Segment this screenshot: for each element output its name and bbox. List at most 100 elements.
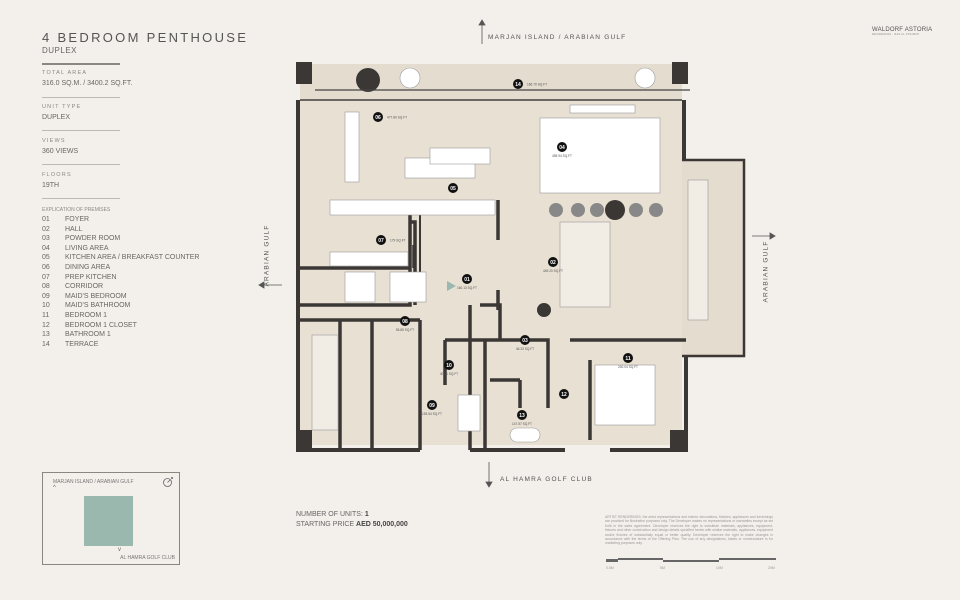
room-number: 04 <box>559 145 565 151</box>
elevator <box>344 271 376 303</box>
compass-icon <box>163 477 173 487</box>
legend-room-name: PREP KITCHEN <box>65 273 117 281</box>
dining-table <box>344 111 360 183</box>
chevron-up-icon: ^ <box>53 485 56 491</box>
legend-number: 04 <box>42 244 50 252</box>
divider <box>42 63 120 65</box>
north-arrowhead <box>478 19 486 26</box>
elevator <box>389 271 427 303</box>
room-number: 05 <box>450 186 456 192</box>
legend-number: 01 <box>42 216 50 223</box>
page-subtitle: DUPLEX <box>42 46 78 55</box>
room-marker <box>376 235 386 245</box>
room-area: 46.33 SQ.FT <box>516 347 534 351</box>
south-arrowhead <box>485 481 493 488</box>
scale-tick: 20M <box>768 566 775 570</box>
legend-number: 12 <box>42 321 50 329</box>
breakfast-counter <box>429 147 491 165</box>
bathtub <box>509 427 541 443</box>
room-area: 240.04 SQ.FT <box>618 365 638 369</box>
legend-item: 05 KITCHEN AREA / BREAKFAST COUNTER <box>42 253 199 263</box>
bedroom-walls <box>570 338 686 440</box>
legend-number: 09 <box>42 292 50 300</box>
divider <box>42 130 120 131</box>
entry-marker-icon <box>447 281 456 291</box>
unit-type-value: DUPLEX <box>42 114 71 121</box>
room-number: 11 <box>625 356 631 362</box>
legend-room-name: BATHROOM 1 <box>65 331 111 339</box>
east-arrowhead <box>769 232 776 240</box>
scale-bar: 0.5M 5M 10M 20M <box>606 558 776 570</box>
price-label: STARTING PRICE <box>296 521 355 528</box>
legend-number: 05 <box>42 254 50 262</box>
legend-room-name: HALL <box>65 225 83 233</box>
units-value: 1 <box>364 511 369 518</box>
legend-room-name: MAID'S BEDROOM <box>65 292 127 300</box>
unit-type-label: UNIT TYPE <box>42 104 82 110</box>
legend-room-name: POWDER ROOM <box>65 235 121 243</box>
key-plan-north-label: MARJAN ISLAND / ARABIAN GULF <box>53 479 134 485</box>
room-area: 166.70 SQ.FT <box>527 83 547 87</box>
room-number: 10 <box>446 363 452 369</box>
living-sofa-set <box>539 117 661 194</box>
room-marker <box>520 335 530 345</box>
unit-info: NUMBER OF UNITS: 1 STARTING PRICE AED 50… <box>296 510 408 530</box>
legend-item: 09 MAID'S BEDROOM <box>42 292 199 302</box>
prep-counter <box>329 251 409 267</box>
legend-heading: EXPLICATION OF PREMISES <box>42 207 111 213</box>
legend-room-name: TERRACE <box>65 340 99 348</box>
legend-item: 12 BEDROOM 1 CLOSET <box>42 321 199 331</box>
room-marker <box>513 79 523 89</box>
room-number: 09 <box>429 403 435 409</box>
legend-number: 10 <box>42 302 50 310</box>
room-area: 179 SQ.FT <box>390 239 406 243</box>
column <box>670 430 688 452</box>
column <box>296 62 312 84</box>
key-plan-south-label: AL HAMRA GOLF CLUB <box>120 555 175 561</box>
page-title: 4 BEDROOM PENTHOUSE <box>42 30 249 45</box>
legend-room-name: BEDROOM 1 CLOSET <box>65 321 137 329</box>
room-area: 455.94 SQ.FT <box>552 154 572 158</box>
scale-tick: 0.5M <box>606 566 614 570</box>
lounge-chair <box>634 67 656 89</box>
room-number: 06 <box>375 115 381 121</box>
planter <box>356 68 380 92</box>
balcony-stair <box>687 179 709 321</box>
service-stair <box>311 334 339 431</box>
price-value: AED 50,000,000 <box>356 521 408 528</box>
room-marker <box>623 353 633 363</box>
room-number: 01 <box>464 277 470 283</box>
room-number: 03 <box>522 338 528 344</box>
column <box>672 62 688 84</box>
brand-logo-sub: RESIDENCES · RAS AL KHAIMAH <box>872 33 920 36</box>
legend-number: 11 <box>42 311 50 319</box>
room-number: 08 <box>402 319 408 325</box>
legend-room-name: KITCHEN AREA / BREAKFAST COUNTER <box>65 254 200 262</box>
disclaimer: ARTIST RENDERINGS: the artist representa… <box>605 515 773 546</box>
floors-value: 19TH <box>42 182 60 189</box>
lounge-chair <box>399 67 421 89</box>
legend-room-name: LIVING AREA <box>65 244 109 252</box>
total-area-value: 316.0 SQ.M. / 3400.2 SQ.FT. <box>42 80 133 87</box>
maid-bed <box>457 394 481 432</box>
room-area: 449.20 SQ.FT <box>543 269 563 273</box>
brand-logo: WALDORF ASTORIA <box>872 27 933 33</box>
column-round <box>605 200 625 220</box>
divider <box>42 198 120 199</box>
unit-location-marker <box>84 496 133 546</box>
divider <box>42 164 120 165</box>
room-marker <box>444 360 454 370</box>
total-area-label: TOTAL AREA <box>42 70 88 76</box>
console <box>569 104 636 114</box>
room-marker <box>427 400 437 410</box>
south-direction-label: AL HAMRA GOLF CLUB <box>500 476 593 483</box>
